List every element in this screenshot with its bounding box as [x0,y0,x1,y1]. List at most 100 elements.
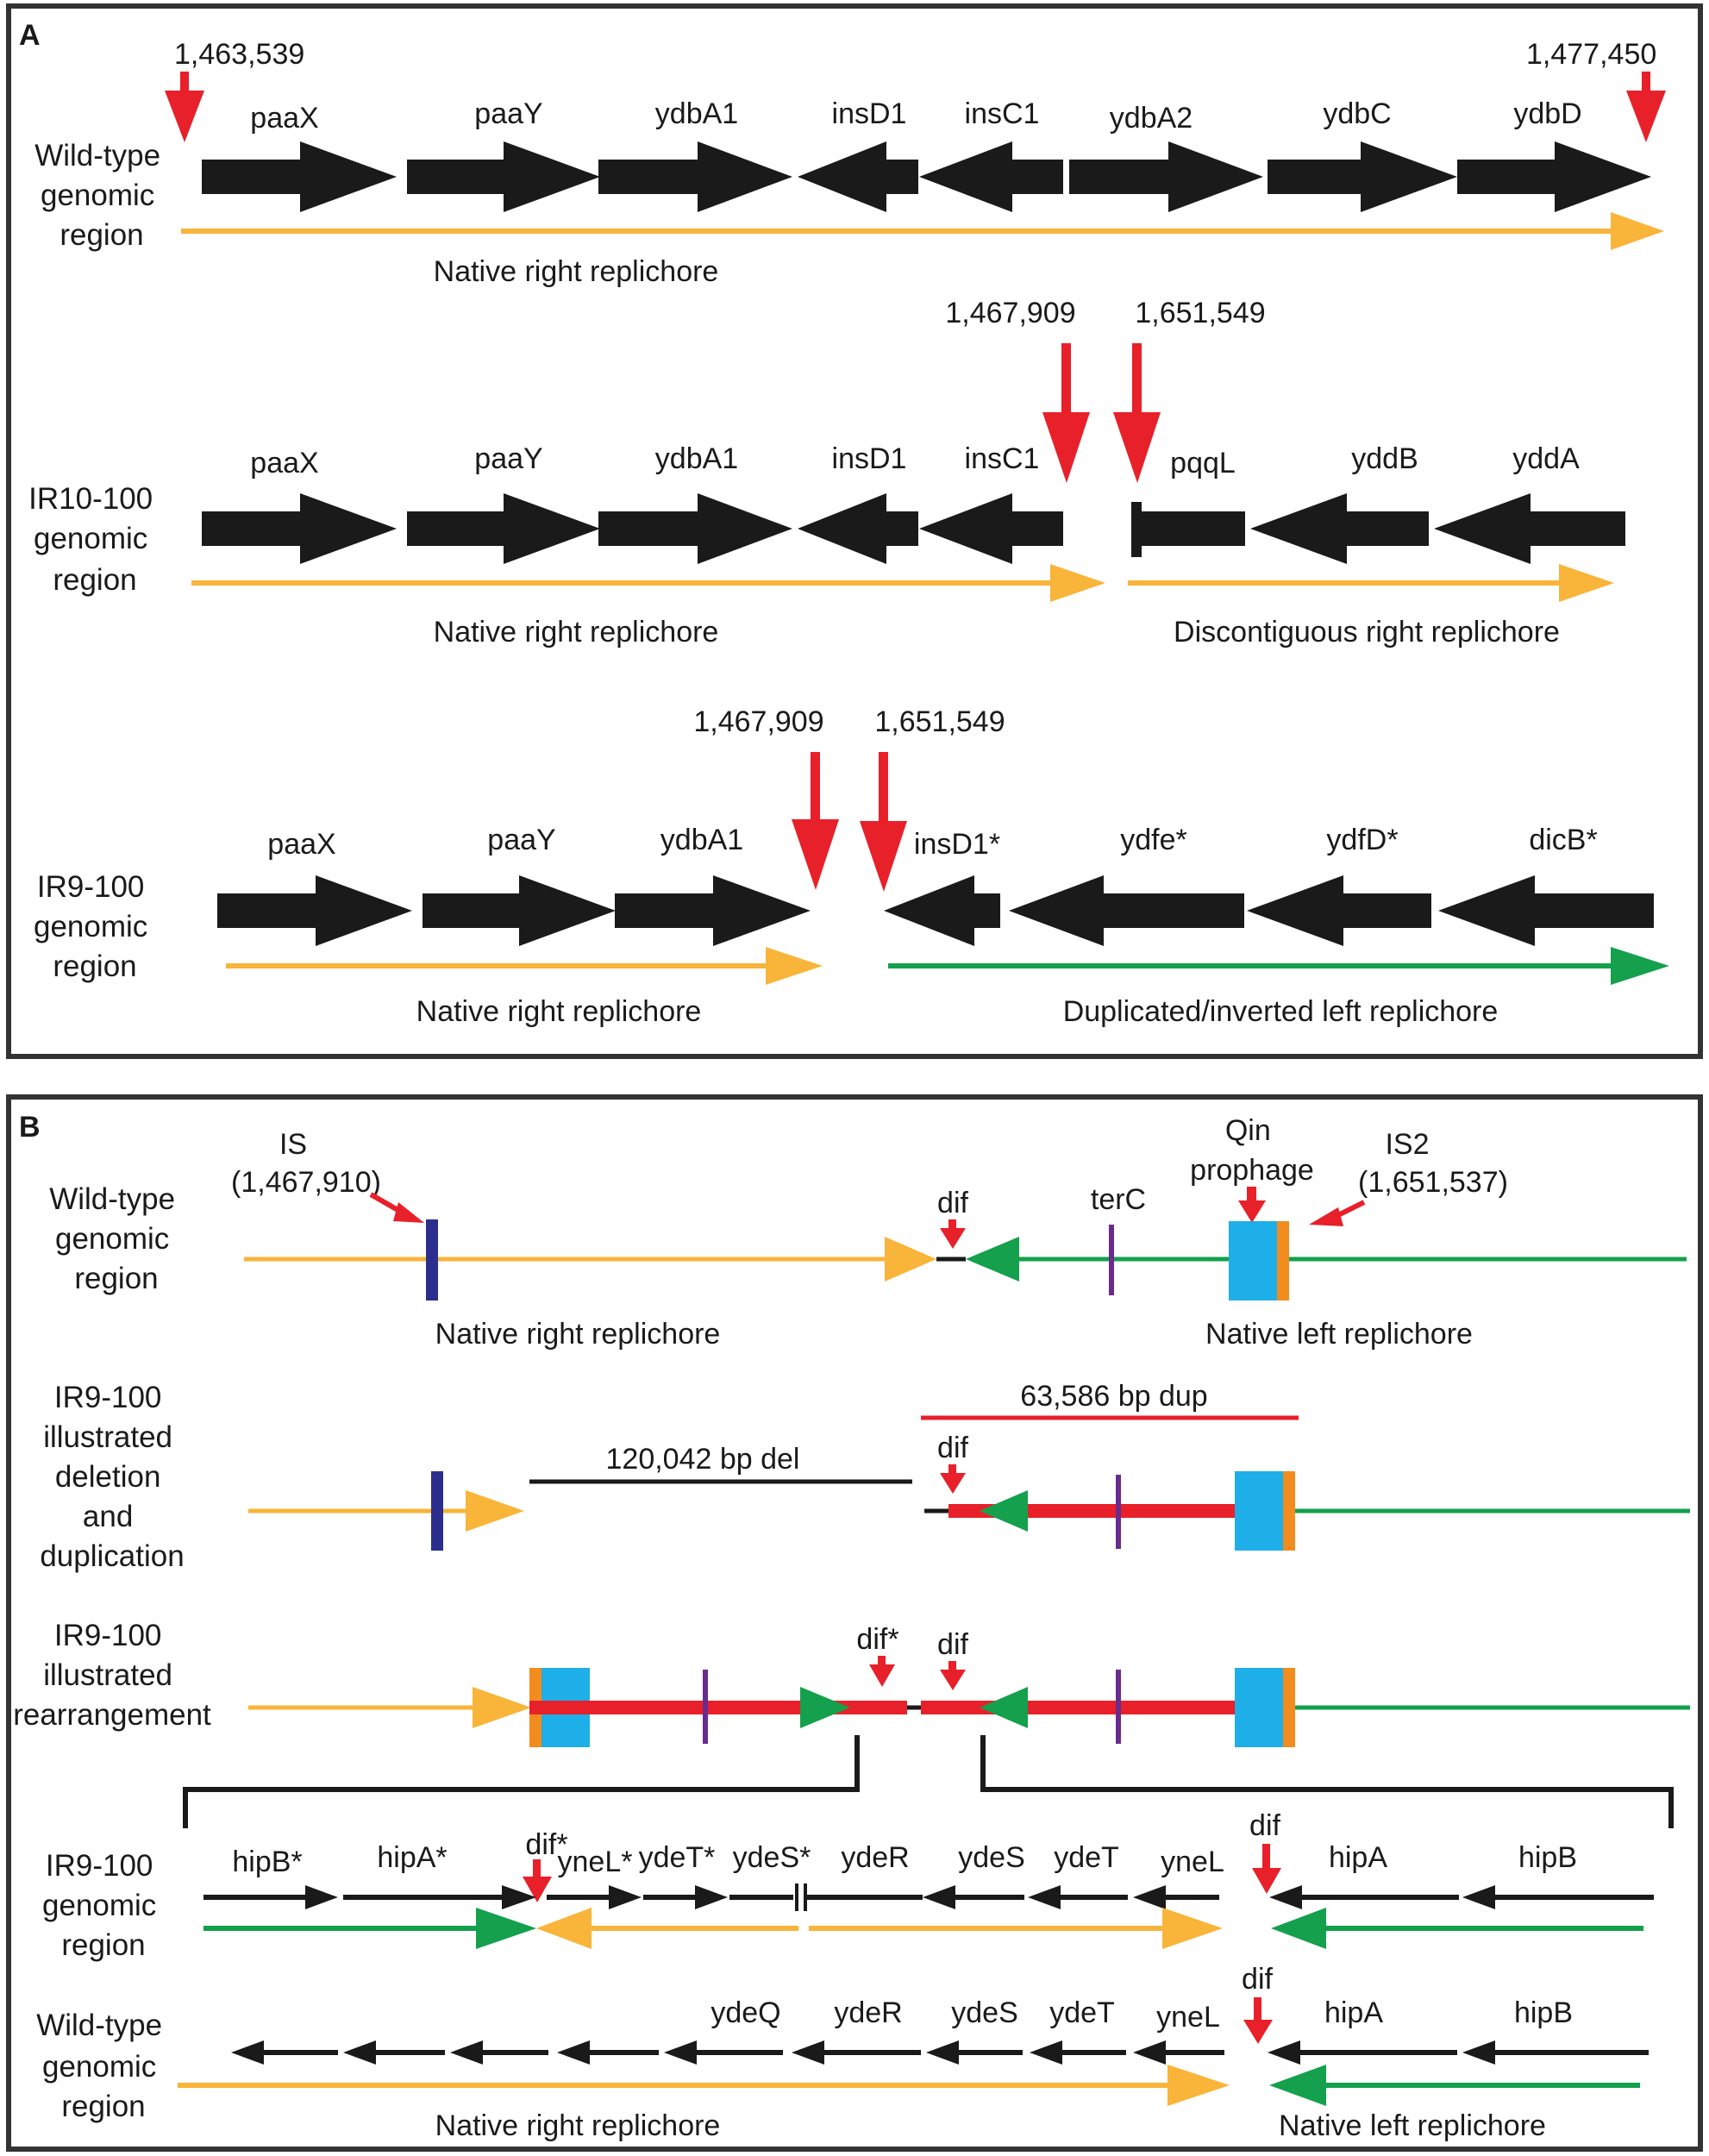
gene-label: hipA [1324,1996,1383,2029]
qin-prophage-label: Qin prophage [1190,1114,1314,1187]
dif-star-label: dif* [525,1828,567,1861]
terC-site [703,1670,708,1744]
dif-label: dif [937,1628,968,1661]
dif-label: dif [937,1187,968,1219]
terC-site [1116,1670,1121,1744]
row-title: IR9-100 genomic region [42,1849,165,1962]
qin-prophage-block [1229,1221,1277,1300]
gene-arrow-ydfD-star [1247,875,1431,946]
gene-arrow-ydbA1 [615,875,811,946]
replichore-label: Duplicated/inverted left replichore [1063,995,1499,1028]
row-title: IR9-100 illustrated deletion and duplica… [40,1381,184,1573]
row-title: IR10-100 genomic region [28,482,161,597]
gene-arrow-ydbD [1457,141,1651,212]
gene-arrow-hipA-star [343,1885,536,1909]
gene-arrow-hipB [1462,1885,1654,1909]
right-replichore-arrow [809,1908,1223,1949]
gene-label: paaX [267,828,335,861]
coordinate-label: 1,477,450 [1526,38,1656,71]
gene-label: hipB [1518,1841,1577,1874]
panel-a-frame [6,3,1703,1059]
gene-label: dicB* [1529,824,1597,856]
qin-prophage-block [1235,1471,1283,1551]
gene-arrow-yneL [1133,1885,1219,1909]
gene-arrow-paaY [407,141,600,212]
gene-arrow-insC1 [919,493,1063,564]
gene-arrow-ydbA2 [1069,141,1263,212]
left-replichore-arrowhead [980,1490,1028,1532]
gene-arrow-paaY [423,875,616,946]
row-title: Wild-type genomic region [49,1182,184,1295]
dif-marker [1243,1997,1273,2044]
gene-label: paaX [250,102,318,135]
panel-a-row-wild-type: Wild-type genomic region 1,463,539 1,477… [34,38,1666,288]
gene-label: paaX [250,447,318,479]
row-title: IR9-100 illustrated rearrangement [13,1619,211,1732]
right-replichore-arrow [244,1237,936,1282]
right-replichore-arrow [248,1490,524,1532]
duplicated-segment [948,1504,1295,1518]
dif-marker [1252,1844,1281,1894]
gene-arrow-ydeT [1030,2040,1126,2065]
gene-label: insC1 [965,97,1040,130]
gene-arrow-ydbA1 [598,141,792,212]
panel-b-row-wild-type: Wild-type genomic region IS (1,467,910) … [49,1114,1687,1351]
gene-arrow-insD1 [798,141,918,212]
gene-arrow-insC1 [919,141,1063,212]
gene-arrow-paaX [202,493,397,564]
replichore-label: Native right replichore [435,2109,721,2142]
panel-b-label: B [19,1111,41,1144]
gene-pqqL-truncated [1131,502,1245,557]
left-replichore-arrow [888,947,1669,985]
coordinate-label: 1,651,549 [874,705,1005,738]
replichore-label: Native right replichore [416,995,702,1028]
is-element [426,1219,438,1300]
dif-marker [940,1219,966,1249]
is2-element [1277,1221,1289,1300]
gene-label: yddB [1351,442,1418,475]
zoom-bracket-left [183,1735,860,1828]
gene-arrow-yneL [1133,2040,1224,2065]
gene-label: hipB [1514,1996,1573,2029]
is-coordinate: (1,467,910) [231,1166,381,1199]
gene-label: ydbD [1513,97,1581,130]
right-replichore-arrow [181,212,1664,250]
inverted-duplicated-segment [529,1701,907,1714]
panel-b-frame [6,1094,1703,2152]
row-title: Wild-type genomic region [36,2009,171,2123]
discontiguous-replichore-arrow [1128,564,1614,602]
replichore-label: Discontiguous right replichore [1174,616,1560,649]
gene-arrow-ydeT-star [643,1885,728,1909]
is-label: IS [279,1128,307,1161]
is-element [431,1471,443,1551]
breakpoint-marker [1042,343,1090,483]
gene-label: hipB* [232,1846,302,1878]
gene-arrow-yddB [1250,493,1429,564]
gene-arrow-paaY [407,493,600,564]
gene-arrow-ydeS [926,2040,1023,2065]
gene-label: paaY [474,97,542,130]
gene-arrow-ydeT [1028,1885,1128,1909]
gene-label: ydbC [1323,97,1391,130]
replichore-label: Native right replichore [435,1318,721,1351]
gene-label: ydeS [951,1996,1018,2029]
right-replichore-arrow [248,1687,531,1728]
gene-arrow-ydeQ [664,2040,783,2065]
gene-arrow [231,2040,338,2065]
is-pointer-arrow [369,1192,424,1223]
dif-star-label: dif* [856,1623,898,1656]
panel-b-row-deletion-duplication: IR9-100 illustrated deletion and duplica… [40,1380,1690,1573]
gene-label: ydbA1 [655,97,738,130]
gene-arrow-ydbC [1268,141,1457,212]
zoom-bracket-right [980,1735,1674,1828]
right-replichore-arrow [191,564,1105,602]
gene-arrow-hipB-star [203,1885,338,1909]
is2-pointer-arrow [1309,1200,1366,1226]
left-replichore-arrowhead [800,1687,850,1728]
dif-star-marker [523,1859,552,1902]
qin-marker [1238,1187,1266,1223]
gene-arrow-paaX [217,875,412,946]
gene-arrow-dicB-star [1438,875,1654,946]
gene-label: pqqL [1170,447,1236,479]
